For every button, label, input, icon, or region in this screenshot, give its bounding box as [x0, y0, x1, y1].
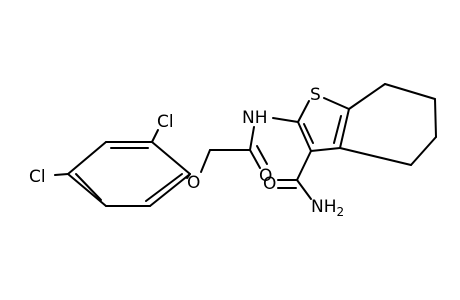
bond	[297, 100, 310, 123]
bond	[67, 173, 107, 207]
bond	[348, 83, 386, 110]
bond	[303, 123, 314, 144]
bond	[249, 126, 255, 151]
bond	[256, 145, 268, 165]
carboxamide-nh2-label: NH2	[311, 197, 344, 219]
bond	[145, 173, 183, 202]
bond	[296, 150, 312, 181]
bond	[149, 173, 191, 207]
carboxamide-carbonyl-oxygen-label: O	[263, 174, 276, 194]
bond	[296, 179, 312, 200]
bond	[75, 173, 102, 201]
bond	[186, 173, 191, 179]
bond	[54, 173, 69, 176]
acetamide-carbonyl-oxygen-label: O	[259, 166, 272, 186]
ether-oxygen-label: O	[187, 173, 200, 193]
bond	[297, 121, 312, 152]
bond	[151, 141, 191, 175]
bond	[410, 136, 437, 166]
chlorine-top-label: Cl	[157, 112, 174, 132]
bond	[67, 141, 107, 175]
bond	[339, 147, 412, 166]
bond	[272, 117, 299, 123]
chlorine-left-label: Cl	[29, 167, 46, 187]
bond	[200, 149, 211, 173]
bond	[249, 149, 261, 169]
bond	[333, 115, 342, 144]
sulfur-label: S	[310, 85, 321, 105]
bond	[384, 83, 436, 100]
carboxamide-nh-text: NH	[311, 197, 337, 217]
bond	[310, 147, 341, 152]
bond	[434, 98, 437, 138]
carboxamide-subscript-2: 2	[337, 205, 345, 219]
bond	[323, 97, 350, 110]
bond	[151, 129, 159, 143]
atom-label-layer: Cl Cl O NH S O O NH2	[29, 85, 344, 219]
amide-nh-label: NH	[242, 108, 268, 128]
bond-layer	[54, 83, 437, 207]
bond	[339, 108, 350, 149]
